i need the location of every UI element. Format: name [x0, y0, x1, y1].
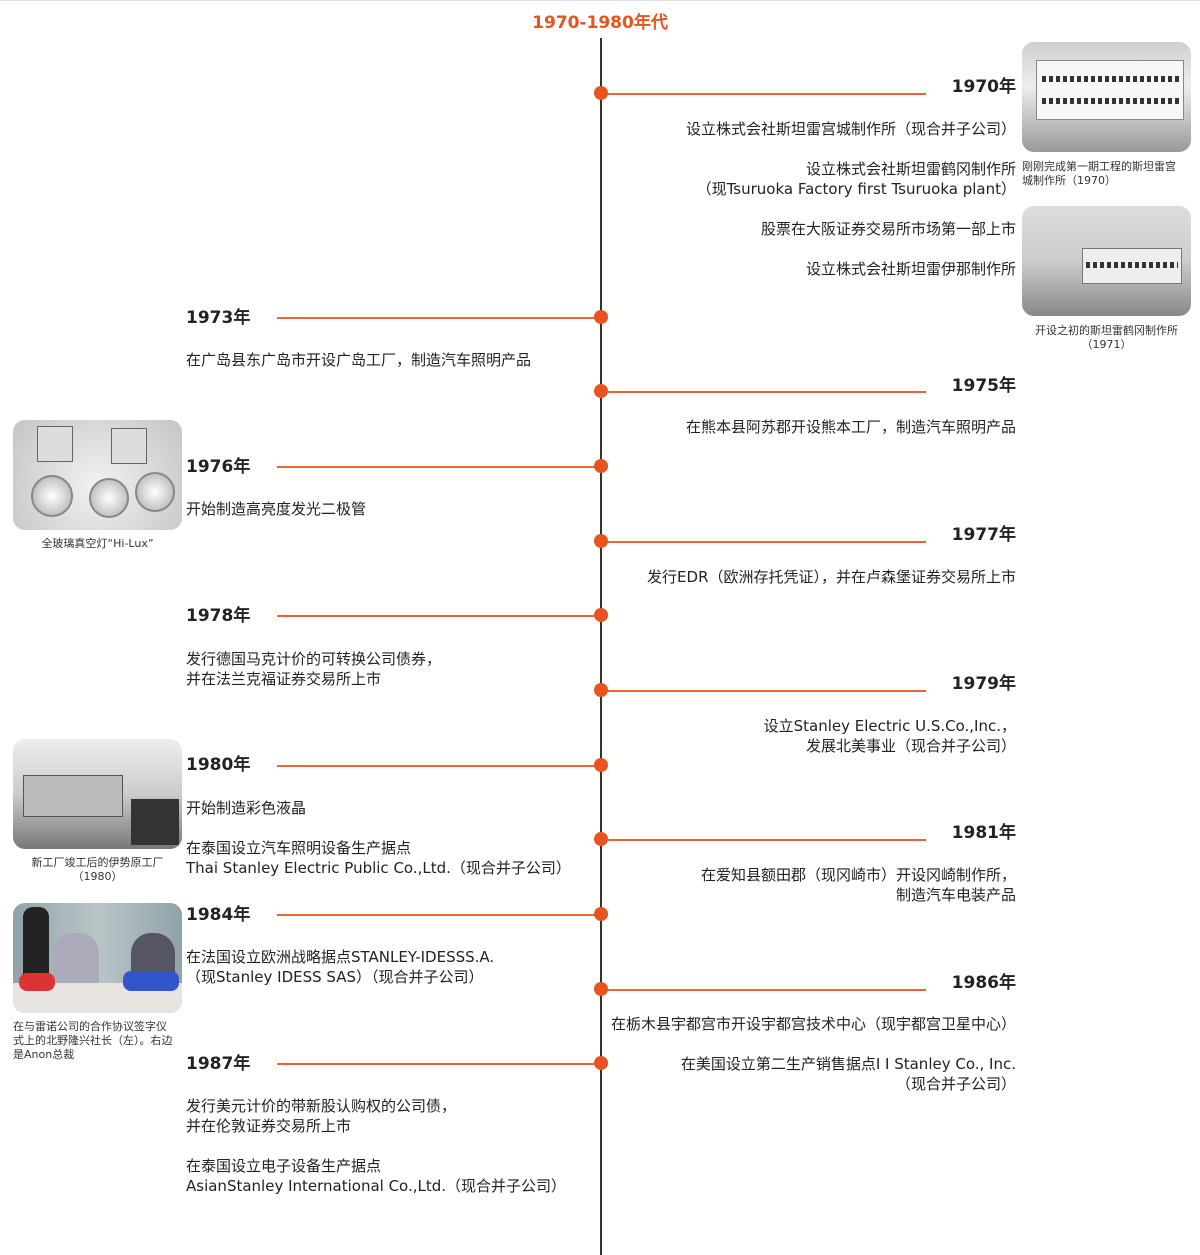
hilux-lamp-photo	[13, 420, 182, 530]
connector-line	[277, 317, 595, 319]
connector-line	[277, 1063, 595, 1065]
connector-line	[608, 93, 926, 95]
event-text: 在熊本县阿苏郡开设熊本工厂，制造汽车照明产品	[685, 418, 1016, 436]
connector-line	[608, 989, 926, 991]
year-1973: 1973年	[186, 308, 251, 328]
event-text: 并在伦敦证券交易所上市	[186, 1117, 352, 1135]
photo-caption: 新工厂竣工后的伊势原工厂（1980）	[31, 856, 164, 883]
year-1984: 1984年	[186, 905, 251, 925]
event-text: 在栃木县宇都宫市开设宇都宫技术中心（现宇都宫卫星中心）	[610, 1015, 1016, 1033]
event-text: 发行美元计价的带新股认购权的公司债，	[186, 1097, 457, 1115]
renault-signing-photo	[13, 903, 182, 1013]
connector-line	[608, 839, 926, 841]
event-text: 在法国设立欧洲战略据点STANLEY-IDESSS.A.	[186, 948, 495, 966]
timeline-dot	[594, 608, 608, 622]
timeline-dot	[594, 534, 608, 548]
event-text: 在广岛县东广岛市开设广岛工厂，制造汽车照明产品	[186, 351, 532, 369]
photo-caption: 刚刚完成第一期工程的斯坦雷宫城制作所（1970）	[1022, 160, 1176, 187]
tsuruoka-factory-photo	[1022, 206, 1191, 316]
timeline-dot	[594, 1056, 608, 1070]
event-text: 在泰国设立电子设备生产据点	[186, 1157, 382, 1175]
timeline-dot	[594, 86, 608, 100]
section-title: 1970-1980年代	[532, 13, 668, 33]
timeline-axis	[600, 38, 602, 1255]
event-text: （现Tsuruoka Factory first Tsuruoka plant）	[696, 180, 1016, 198]
connector-line	[277, 765, 595, 767]
connector-line	[608, 541, 926, 543]
event-text: AsianStanley International Co.,Ltd.（现合并子…	[186, 1177, 567, 1195]
miyagi-factory-photo	[1022, 42, 1191, 152]
photo-caption: 开设之初的斯坦雷鹤冈制作所（1971）	[1035, 324, 1178, 351]
photo-caption: 全玻璃真空灯“Hi-Lux”	[41, 537, 154, 550]
connector-line	[277, 914, 595, 916]
event-text: 发行EDR（欧洲存托凭证），并在卢森堡证券交易所上市	[647, 568, 1016, 586]
year-1976: 1976年	[186, 457, 251, 477]
isehara-factory-photo	[13, 739, 182, 849]
year-1978: 1978年	[186, 606, 251, 626]
connector-line	[277, 466, 595, 468]
event-text: 发展北美事业（现合并子公司）	[805, 737, 1016, 755]
timeline-dot	[594, 384, 608, 398]
event-text: （现Stanley IDESS SAS）（现合并子公司）	[186, 968, 484, 986]
event-text: 设立株式会社斯坦雷鹤冈制作所	[805, 160, 1016, 178]
event-text: 设立株式会社斯坦雷宫城制作所（现合并子公司）	[685, 120, 1016, 138]
event-text: 发行德国马克计价的可转换公司债券，	[186, 650, 442, 668]
event-text: （现合并子公司）	[895, 1075, 1016, 1093]
timeline-dot	[594, 907, 608, 921]
connector-line	[608, 391, 926, 393]
event-text: 设立株式会社斯坦雷伊那制作所	[805, 260, 1016, 278]
year-1975: 1975年	[951, 376, 1016, 396]
year-1980: 1980年	[186, 755, 251, 775]
timeline-dot	[594, 310, 608, 324]
event-text: 在爱知县额田郡（现冈崎市）开设冈崎制作所，	[700, 866, 1016, 884]
connector-line	[608, 690, 926, 692]
event-text: 设立Stanley Electric U.S.Co.,Inc.，	[763, 717, 1016, 735]
year-1986: 1986年	[951, 973, 1016, 993]
event-text: 开始制造高亮度发光二极管	[186, 500, 367, 518]
timeline-dot	[594, 683, 608, 697]
timeline-dot	[594, 982, 608, 996]
year-1979: 1979年	[951, 674, 1016, 694]
timeline-dot	[594, 758, 608, 772]
photo-caption: 在与雷诺公司的合作协议签字仪式上的北野隆兴社长（左）。右边是Anon总裁	[13, 1020, 173, 1061]
connector-line	[277, 615, 595, 617]
timeline-dot	[594, 832, 608, 846]
year-1970: 1970年	[951, 77, 1016, 97]
year-1987: 1987年	[186, 1054, 251, 1074]
year-1981: 1981年	[951, 823, 1016, 843]
event-text: 股票在大阪证券交易所市场第一部上市	[760, 220, 1016, 238]
event-text: 开始制造彩色液晶	[186, 799, 307, 817]
year-1977: 1977年	[951, 525, 1016, 545]
event-text: 在泰国设立汽车照明设备生产据点	[186, 839, 412, 857]
event-text: 制造汽车电装产品	[895, 886, 1016, 904]
event-text: 在美国设立第二生产销售据点I I Stanley Co., Inc.	[680, 1055, 1016, 1073]
event-text: Thai Stanley Electric Public Co.,Ltd.（现合…	[186, 859, 571, 877]
event-text: 并在法兰克福证券交易所上市	[186, 670, 382, 688]
timeline-dot	[594, 459, 608, 473]
top-divider	[0, 0, 1200, 1]
